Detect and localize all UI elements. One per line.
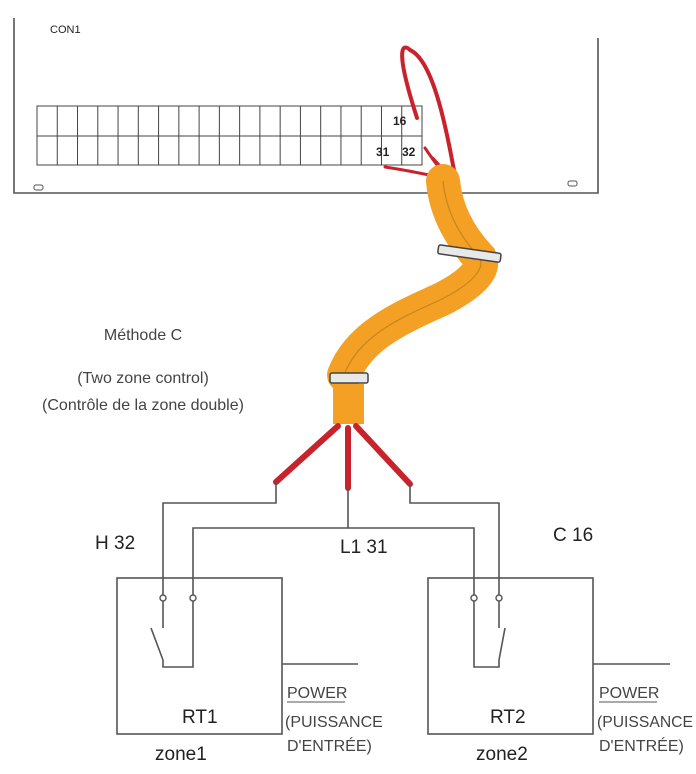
mount-hole-right — [567, 180, 578, 187]
rt1-zone: zone1 — [155, 744, 207, 765]
terminal-32: 32 — [402, 145, 416, 159]
connector-label: CON1 — [50, 24, 81, 36]
terminal-16: 16 — [393, 114, 407, 128]
wire-label-h32: H 32 — [95, 533, 135, 554]
rt2-name: RT2 — [490, 707, 526, 728]
method-title: Méthode C — [104, 327, 182, 344]
rt1-power-label: POWER — [287, 685, 347, 702]
cable-clamp-lower — [329, 372, 369, 384]
switch-icon — [473, 601, 506, 668]
terminal-31: 31 — [376, 145, 390, 159]
mount-hole-left — [33, 184, 44, 191]
cable-clamp-upper — [437, 244, 502, 263]
rt2-power-label-fr-2: D'ENTRÉE) — [599, 736, 684, 755]
top-red-wires — [383, 45, 457, 180]
control-board: CON1 — [13, 18, 599, 194]
switch-icon — [150, 601, 194, 668]
rt2-power-label-fr: (PUISSANCE — [597, 714, 693, 731]
method-line-1: (Two zone control) — [77, 370, 209, 387]
terminal-block — [36, 105, 423, 166]
bottom-red-wires — [273, 423, 413, 491]
thermostat-rt1: RT1 zone1 POWER (PUISSANCE D'ENTRÉE) — [116, 577, 383, 765]
conduit — [327, 164, 502, 424]
thermostat-rt2: RT2 zone2 POWER (PUISSANCE D'ENTRÉE) — [427, 577, 693, 765]
rt2-zone: zone2 — [476, 744, 528, 765]
wire-label-l1-31: L1 31 — [340, 537, 388, 558]
rt1-name: RT1 — [182, 707, 218, 728]
method-line-2: (Contrôle de la zone double) — [42, 397, 244, 414]
rt1-power-label-fr-2: D'ENTRÉE) — [287, 736, 372, 755]
rt1-power-label-fr: (PUISSANCE — [285, 714, 383, 731]
wire-label-c16: C 16 — [553, 525, 593, 546]
rt2-power-label: POWER — [599, 685, 659, 702]
thin-wiring — [162, 482, 500, 598]
